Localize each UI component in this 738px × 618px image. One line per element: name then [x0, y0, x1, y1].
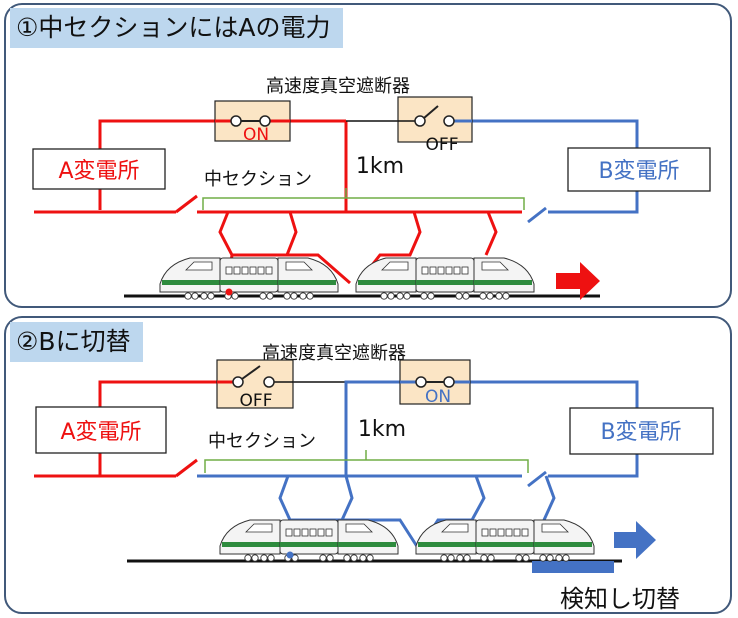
direction-arrow: [614, 521, 656, 559]
station-a: A変電所: [35, 406, 167, 454]
station-a: A変電所: [32, 148, 166, 190]
detector-bar: [532, 561, 614, 573]
panel-2-diagram: 高速度真空遮断器 OFF: [34, 343, 714, 613]
breaker-a-state: ON: [243, 125, 269, 145]
train-car: [533, 519, 595, 562]
breaker-b[interactable]: OFF: [397, 96, 473, 155]
station-b-label: B変電所: [600, 420, 681, 445]
train-car: [337, 519, 399, 562]
breaker-label: 高速度真空遮断器: [262, 343, 406, 364]
panel-1-title: ①中セクションにはAの電力: [10, 8, 343, 48]
train-car: [355, 257, 417, 300]
station-b: B変電所: [567, 147, 711, 192]
breaker-label: 高速度真空遮断器: [266, 76, 410, 97]
detect-switch-label: 検知し切替: [560, 585, 680, 613]
breaker-a[interactable]: OFF: [216, 359, 294, 411]
train-car: [159, 257, 221, 300]
distance-label: 1km: [358, 417, 406, 442]
panel-2-title: ②Bに切替: [10, 322, 143, 362]
pantograph-contact: [286, 551, 294, 559]
breaker-a[interactable]: ON: [214, 100, 291, 145]
train-car: [415, 257, 475, 300]
panel-1-diagram: 高速度真空遮断器: [32, 76, 711, 300]
station-a-label: A変電所: [58, 159, 139, 184]
pantograph-contact: [225, 288, 233, 296]
breaker-b-state: OFF: [426, 135, 459, 155]
distance-label: 1km: [356, 154, 404, 179]
direction-arrow: [556, 262, 600, 300]
breaker-b[interactable]: ON: [399, 359, 471, 407]
station-a-label: A変電所: [60, 420, 141, 445]
train-car: [415, 519, 477, 562]
section-bracket: [204, 450, 529, 473]
breaker-a-state: OFF: [240, 391, 273, 411]
train-car: [475, 519, 535, 562]
breaker-b-state: ON: [425, 387, 451, 407]
section-label: 中セクション: [208, 431, 316, 452]
section-label: 中セクション: [204, 169, 312, 190]
train-car: [219, 519, 281, 562]
section-bracket: [202, 188, 525, 210]
station-b: B変電所: [569, 407, 714, 455]
train-car: [473, 257, 535, 300]
station-b-label: B変電所: [598, 159, 679, 184]
